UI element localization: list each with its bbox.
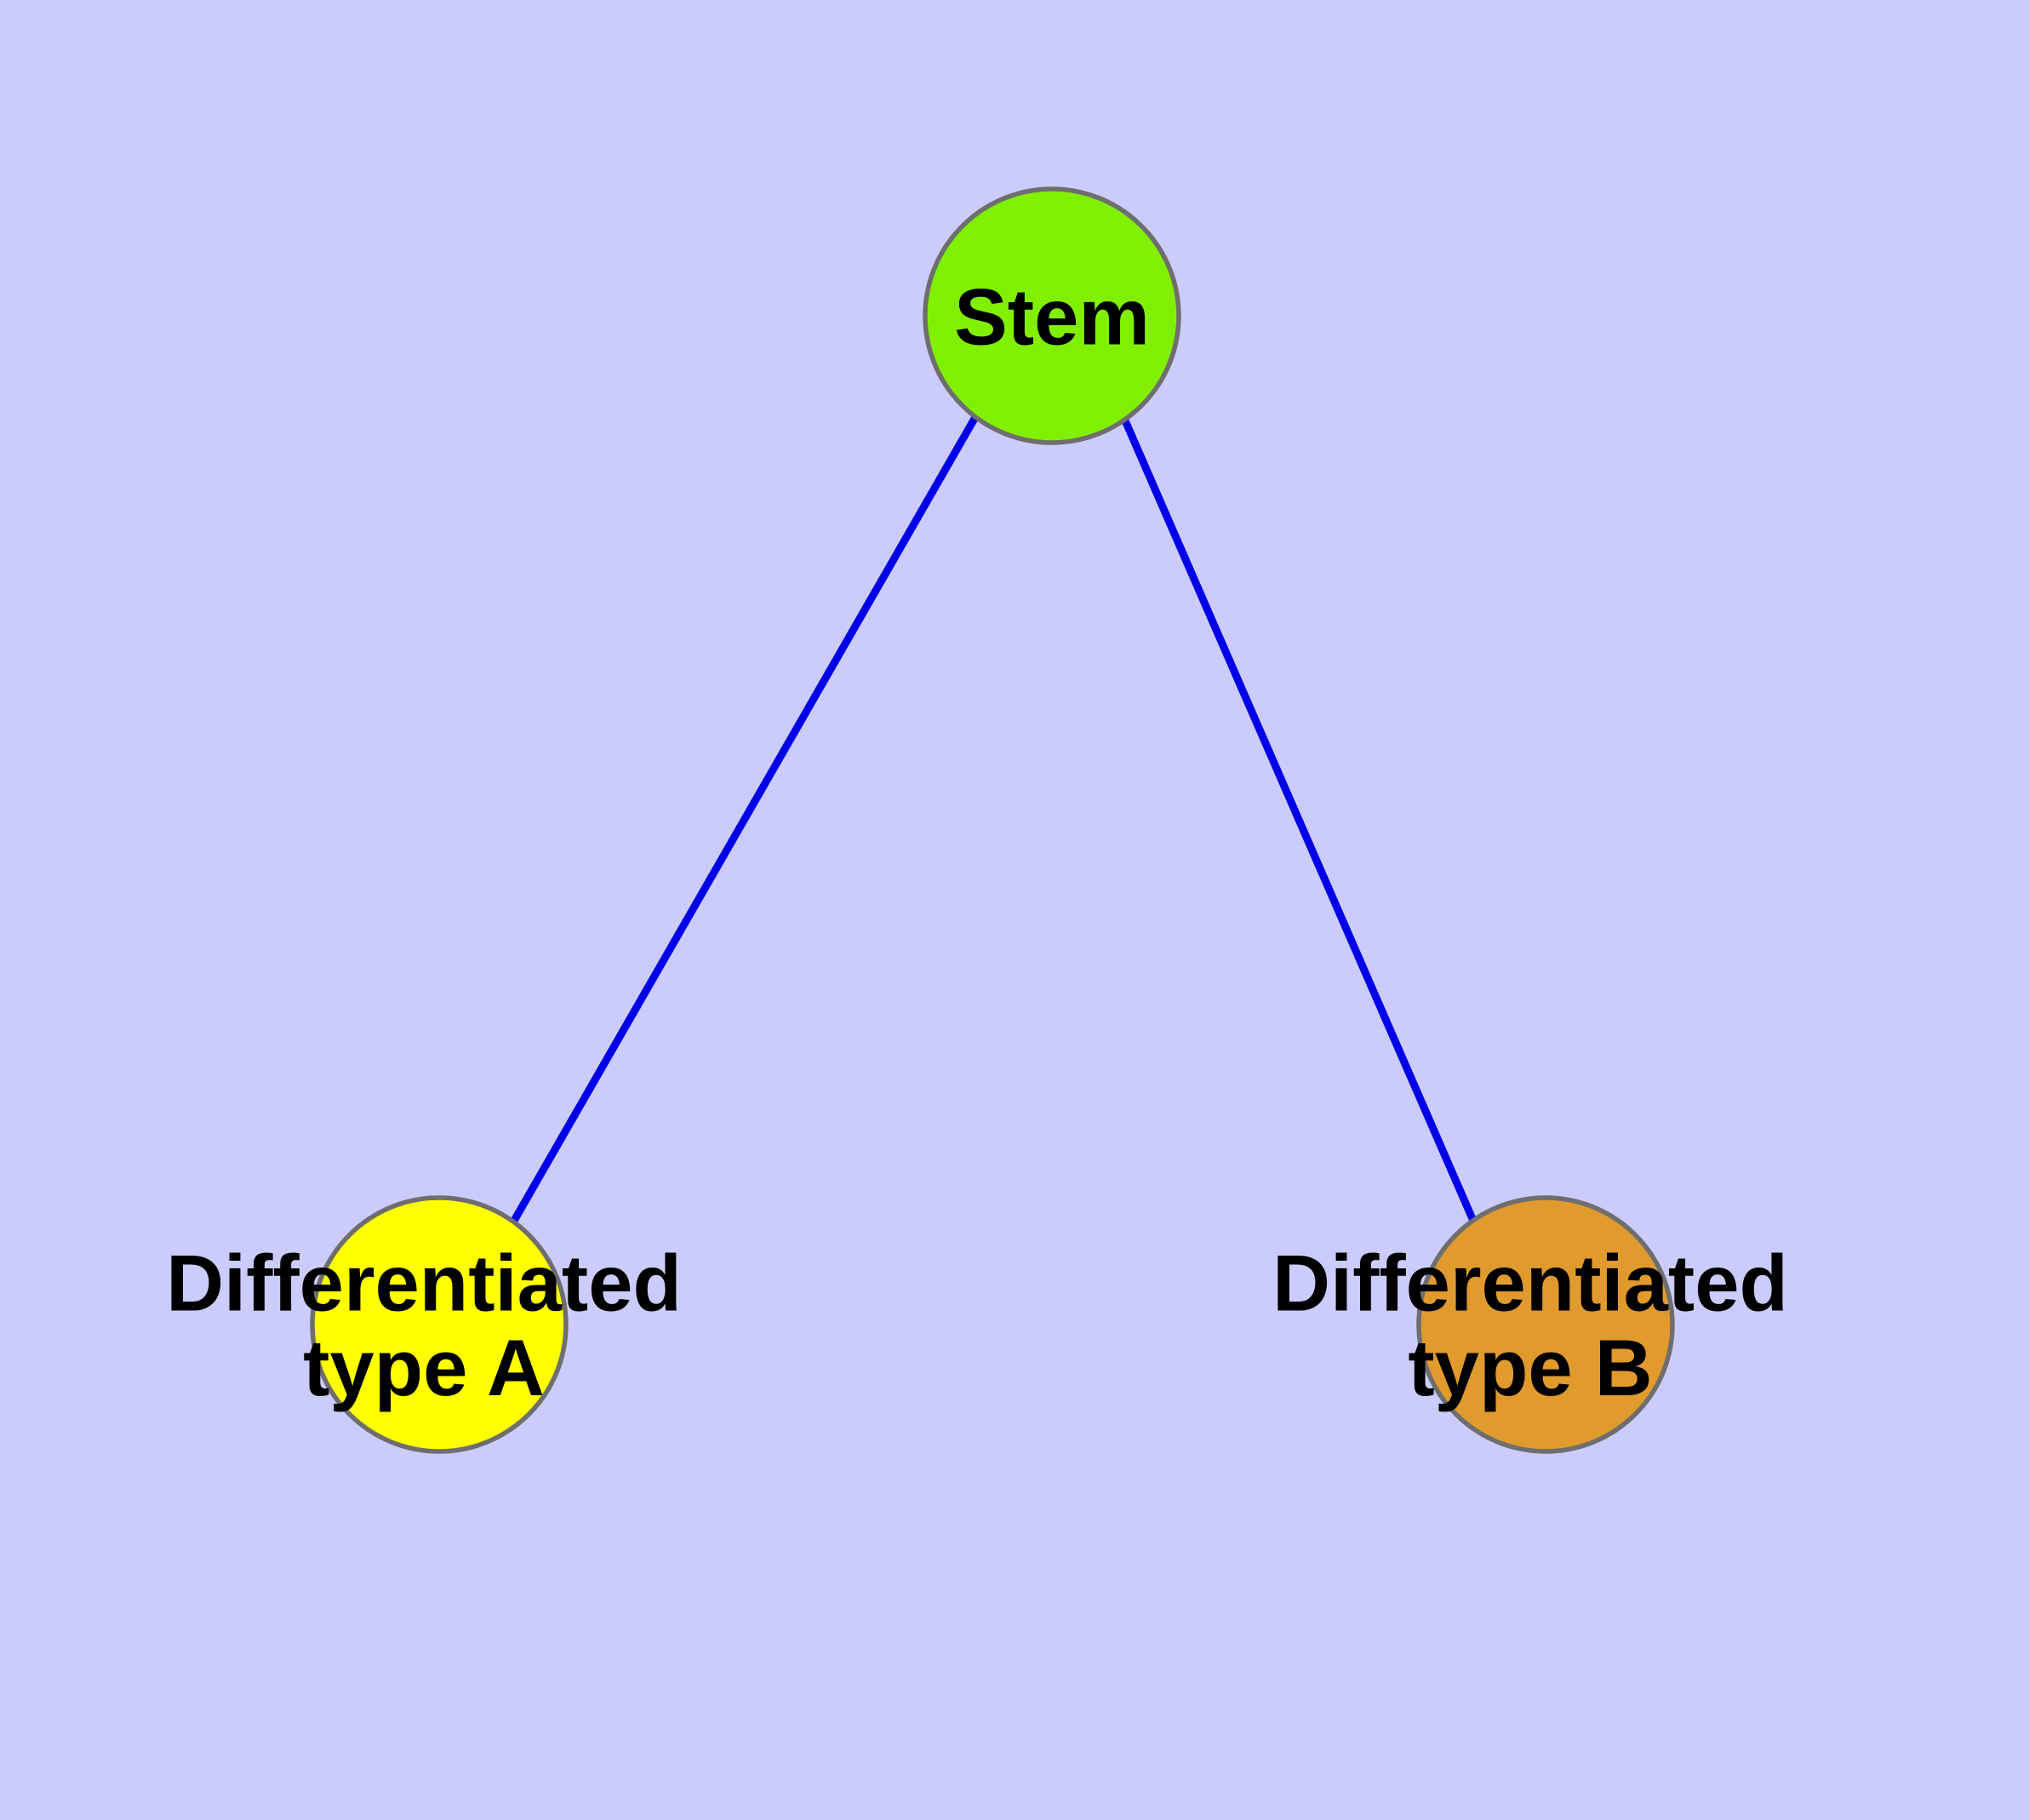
node-differentiated-type-a[interactable] <box>310 1195 569 1454</box>
edge-stem-to-differentiated-type-a[interactable] <box>511 415 979 1223</box>
node-differentiated-type-b[interactable] <box>1416 1195 1675 1454</box>
node-differentiated-type-a-circle[interactable] <box>310 1195 569 1454</box>
node-layer <box>310 186 1675 1454</box>
edge-stem-to-differentiated-type-b[interactable] <box>1121 419 1477 1222</box>
node-stem-circle[interactable] <box>923 186 1181 445</box>
node-differentiated-type-b-circle[interactable] <box>1416 1195 1675 1454</box>
node-stem[interactable] <box>923 186 1181 445</box>
node-stem-label: Stem <box>954 272 1150 361</box>
edge-layer <box>511 415 1477 1223</box>
